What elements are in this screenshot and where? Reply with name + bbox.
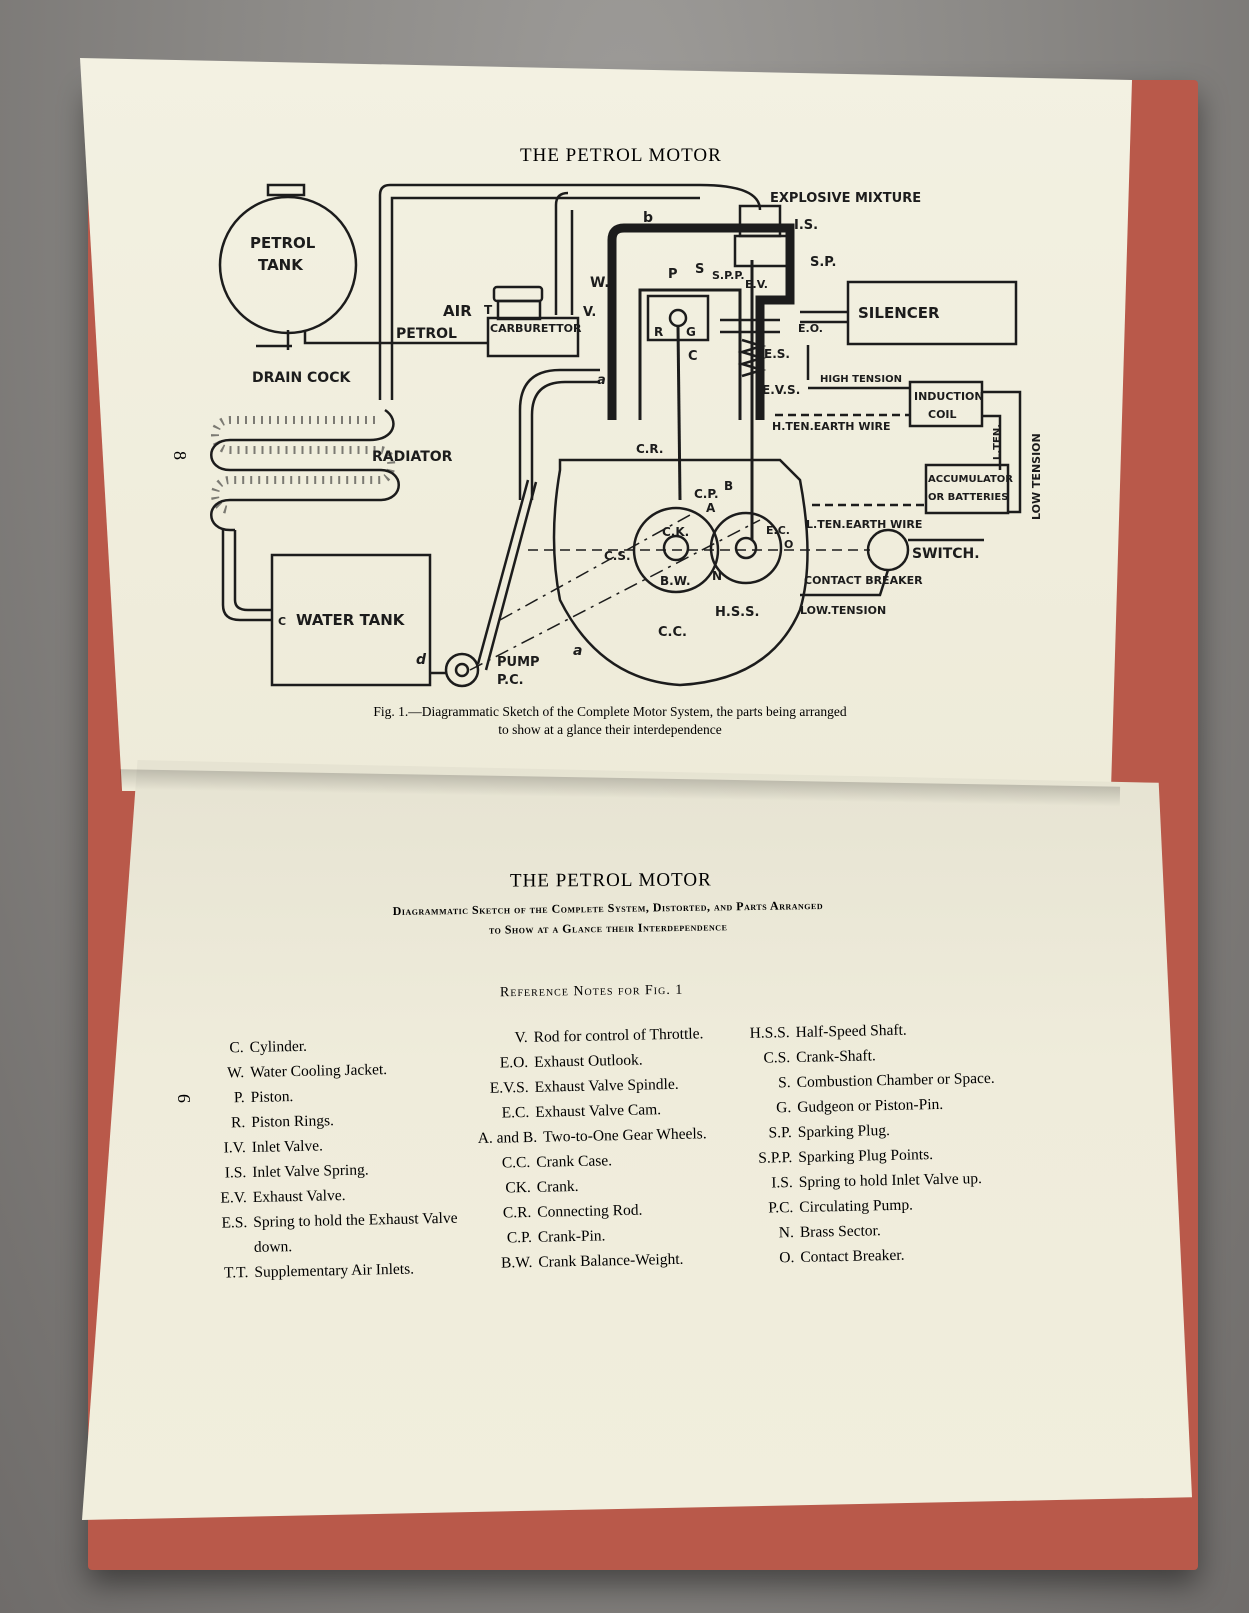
crank-case-shape: [552, 458, 809, 687]
label-high-tension: HIGH TENSION: [820, 374, 902, 385]
label-petrol-tank: PETROL: [250, 234, 316, 252]
label-hss: H.S.S.: [715, 605, 759, 620]
label-ck: C.K.: [662, 525, 689, 539]
petrol-pipe: [303, 330, 488, 345]
drain-cock-shape: [256, 330, 292, 350]
label-cr: C.R.: [636, 442, 663, 456]
label-cp: C.P.: [694, 487, 719, 501]
label-silencer: SILENCER: [858, 304, 940, 322]
notes-column-2: V.Rod for control of Throttle. E.O.Exhau…: [475, 1020, 770, 1276]
label-a-upper: a: [597, 373, 606, 388]
label-sp: S.P.: [810, 255, 836, 270]
label-r: R: [654, 325, 663, 339]
label-p: P: [668, 267, 678, 282]
notes-column-1: C.Cylinder. W.Water Cooling Jacket. P.Pi…: [197, 1030, 492, 1286]
label-s: S: [695, 262, 704, 277]
petrol-tank-cap: [266, 183, 306, 197]
label-l-ten-earth: L.TEN.EARTH WIRE: [806, 518, 922, 531]
label-explosive-mixture: EXPLOSIVE MIXTURE: [770, 191, 921, 206]
connecting-rod: [676, 325, 682, 501]
label-w: W.: [590, 275, 610, 291]
label-n: N: [712, 569, 722, 583]
label-is: I.S.: [794, 218, 818, 233]
label-air: AIR: [443, 302, 472, 320]
label-tt: T: [484, 303, 493, 317]
motor-system-diagram: PETROL TANK DRAIN COCK RADIATOR C WATER …: [210, 183, 1043, 688]
top-running-head: THE PETROL MOTOR: [520, 145, 722, 166]
bottom-page-number: 9: [174, 1094, 194, 1103]
label-low-tension-side: LOW TENSION: [1030, 433, 1043, 520]
label-h-ten-earth: H.TEN.EARTH WIRE: [772, 420, 891, 433]
label-induction-coil-2: COIL: [928, 408, 957, 421]
label-contact-breaker: CONTACT BREAKER: [804, 574, 923, 587]
label-b: b: [643, 210, 653, 226]
label-drain-cock: DRAIN COCK: [252, 370, 351, 386]
label-eo: E.O.: [798, 322, 823, 335]
label-accumulator-2: OR BATTERIES: [928, 492, 1008, 503]
label-switch: SWITCH.: [912, 546, 980, 562]
label-pc: P.C.: [497, 673, 524, 688]
caption-line-1: Fig. 1.—Diagrammatic Sketch of the Compl…: [373, 704, 847, 719]
bottom-running-head: THE PETROL MOTOR: [509, 869, 712, 892]
label-spp: S.P.P.: [712, 269, 745, 282]
label-ec: E.C.: [766, 524, 790, 537]
label-accumulator: ACCUMULATOR: [928, 474, 1013, 485]
label-g: G: [686, 325, 696, 339]
label-evs: E.V.S.: [762, 383, 800, 397]
note-es: E.S.Spring to hold the Exhaust Valve dow…: [221, 1209, 458, 1256]
label-a-lower: a: [573, 643, 582, 659]
label-a-gear: A: [706, 501, 716, 515]
label-v: V.: [583, 305, 596, 320]
label-cc: C.C.: [658, 625, 687, 640]
label-water-tank: WATER TANK: [296, 611, 406, 629]
label-b-gear: B: [724, 479, 733, 493]
switch-shape: [866, 528, 910, 572]
label-ev: E.V.: [745, 278, 768, 291]
induction-coil-shape: [908, 380, 984, 428]
label-l-ten: L.TEN.: [992, 424, 1003, 460]
radiator-shape: [210, 408, 400, 532]
label-cs: C.S.: [604, 549, 631, 563]
label-pump: PUMP: [497, 655, 540, 670]
half-speed-gear: [709, 511, 783, 585]
notes-column-3: H.S.S.Half-Speed Shaft. C.S.Crank-Shaft.…: [737, 1015, 1042, 1271]
label-induction-coil: INDUCTION: [914, 390, 984, 403]
label-d: d: [416, 652, 427, 668]
top-page: [80, 58, 1132, 791]
label-low-tension: LOW.TENSION: [800, 604, 886, 617]
pump-shape: [444, 652, 480, 688]
label-petrol-pipe: PETROL: [396, 326, 457, 342]
label-es: E.S.: [764, 347, 790, 361]
top-pipe: [378, 183, 762, 400]
caption-line-2: to show at a glance their interdependenc…: [498, 722, 722, 737]
label-radiator: RADIATOR: [372, 449, 453, 465]
water-tank-shape: [270, 553, 432, 687]
label-bw: B.W.: [660, 574, 691, 588]
label-water-tank-c: C: [278, 615, 286, 628]
bottom-page: [82, 760, 1192, 1520]
label-petrol-tank-2: TANK: [258, 256, 304, 274]
label-carburettor: CARBURETTOR: [490, 322, 582, 335]
label-c: C: [688, 349, 698, 364]
accumulator-shape: [924, 463, 1010, 515]
figure-caption: Fig. 1.—Diagrammatic Sketch of the Compl…: [270, 703, 950, 739]
label-o: O: [784, 538, 793, 551]
reference-notes-heading: Reference Notes for Fig. 1: [499, 982, 684, 1001]
